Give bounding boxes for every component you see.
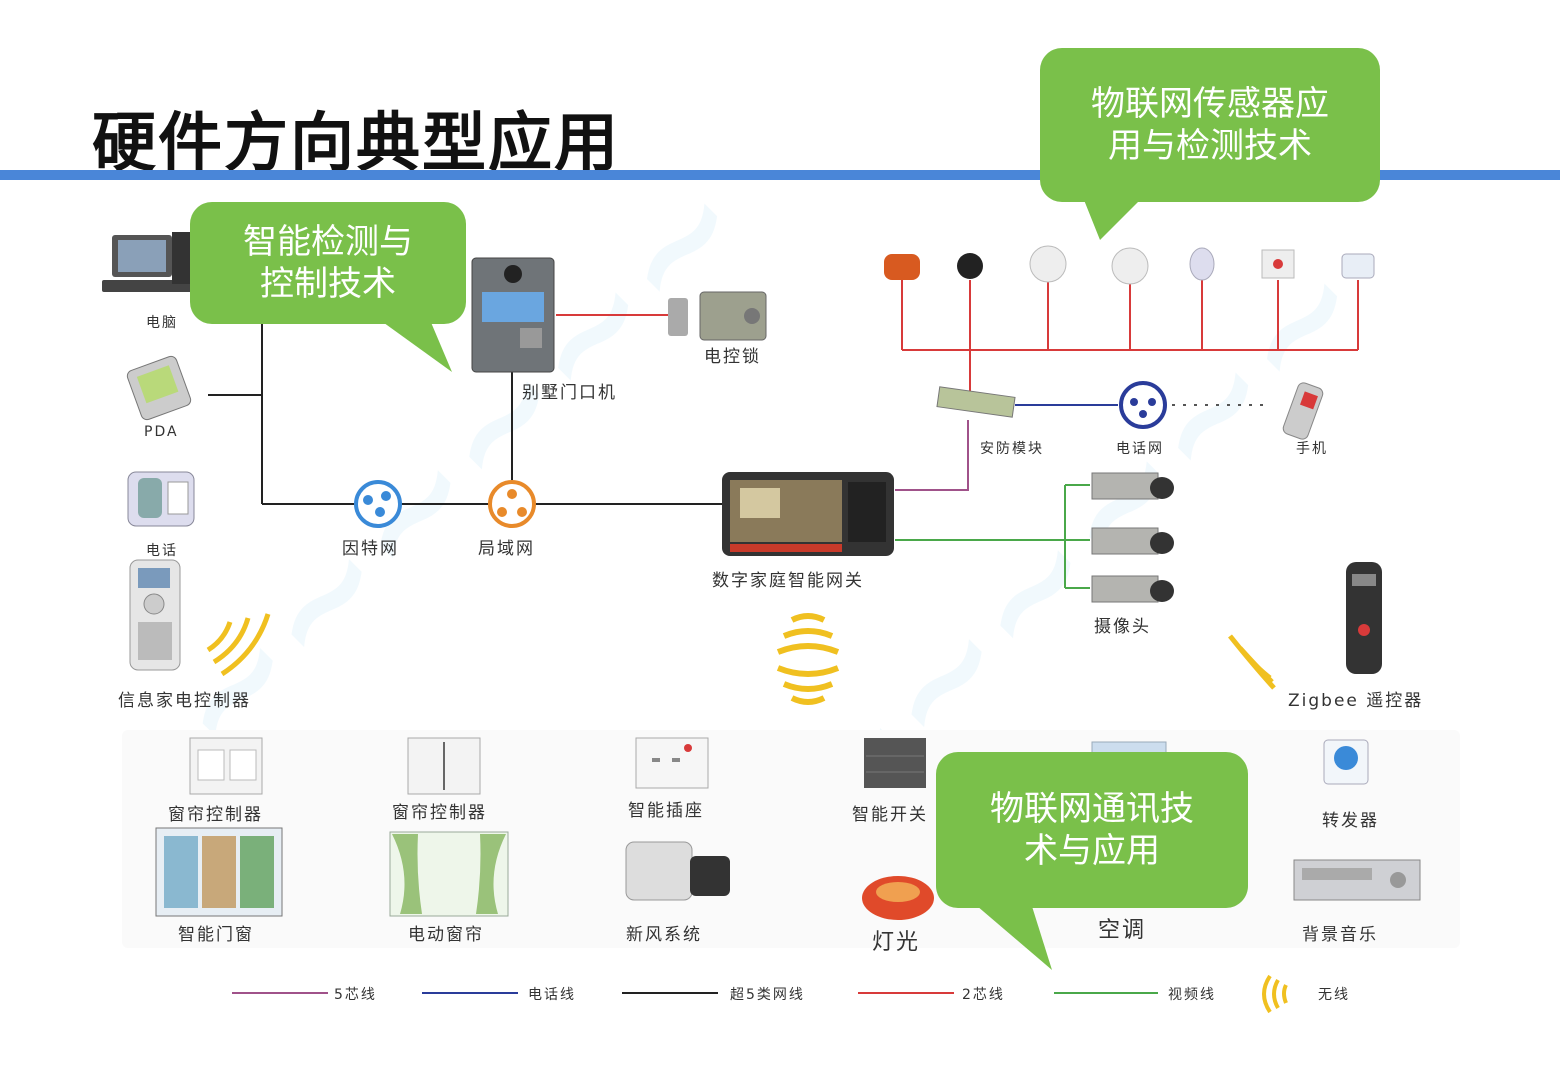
camera-icon	[1091, 527, 1174, 555]
wireless-icon	[1228, 634, 1276, 690]
label-device: 新风系统	[626, 925, 702, 945]
label-device: 智能插座	[628, 801, 704, 821]
curtain-controller-icon	[407, 737, 481, 795]
legend-label: 视频线	[1168, 987, 1216, 1003]
legend-line	[858, 992, 954, 994]
legend-label: 无线	[1318, 987, 1350, 1003]
gateway-icon	[722, 472, 894, 556]
legend-line	[622, 992, 718, 994]
electric-curtain-icon	[389, 831, 509, 917]
telephone-icon	[127, 471, 195, 527]
callout-line: 智能检测与	[243, 222, 413, 262]
label-electric-lock: 电控锁	[704, 347, 761, 367]
label-lan: 局域网	[478, 539, 535, 559]
page-title: 硬件方向典型应用	[92, 107, 620, 181]
appliance-controller-icon	[129, 559, 181, 671]
legend-line	[232, 992, 328, 994]
legend-label: 5芯线	[334, 987, 377, 1003]
legend-label: 超5类网线	[730, 987, 805, 1003]
door-unit-icon	[471, 257, 555, 373]
light-icon	[862, 876, 934, 920]
callout-line: 物联网传感器应	[1091, 84, 1329, 124]
label-gateway: 数字家庭智能网关	[712, 571, 864, 591]
label-device: 空调	[1098, 918, 1147, 943]
label-mobile: 手机	[1296, 441, 1328, 457]
callout-line: 控制技术	[260, 264, 396, 304]
legend-label: 2芯线	[962, 987, 1005, 1003]
label-device: 背景音乐	[1302, 925, 1378, 945]
label-pda: PDA	[144, 424, 179, 440]
curtain-controller-icon	[189, 737, 263, 795]
label-device: 转发器	[1322, 811, 1379, 831]
internet-icon	[354, 480, 402, 528]
repeater-icon	[1323, 739, 1369, 785]
pda-icon	[126, 355, 192, 421]
wireless-icon	[776, 613, 840, 705]
zigbee-remote-icon	[1346, 562, 1382, 674]
callout-control-tech: 智能检测与 控制技术	[190, 202, 466, 324]
electric-lock-icon	[668, 291, 767, 341]
background-music-icon	[1293, 859, 1421, 901]
label-appliance-controller: 信息家电控制器	[118, 691, 251, 711]
label-camera: 摄像头	[1094, 617, 1151, 637]
wireless-icon	[206, 613, 271, 677]
callout-line: 用与检测技术	[1108, 126, 1312, 166]
label-zigbee-remote: Zigbee 遥控器	[1288, 691, 1424, 711]
title-underline	[0, 170, 1560, 180]
security-module-icon	[936, 386, 1016, 418]
label-internet: 因特网	[342, 539, 399, 559]
camera-icon	[1091, 575, 1174, 603]
device-panel	[122, 730, 1460, 948]
label-device: 窗帘控制器	[168, 805, 263, 825]
phone-network-icon	[1119, 381, 1167, 429]
line-security	[895, 420, 969, 491]
sensor-icons	[884, 245, 1375, 285]
label-door-unit: 别墅门口机	[522, 383, 617, 403]
label-device: 智能开关	[852, 805, 928, 825]
callout-line: 术与应用	[1024, 831, 1160, 871]
camera-icon	[1091, 472, 1174, 500]
smart-switch-icon	[864, 738, 926, 788]
callout-comm-tech: 物联网通讯技 术与应用	[936, 752, 1248, 908]
label-phone-network: 电话网	[1116, 441, 1164, 457]
label-device: 窗帘控制器	[392, 803, 487, 823]
smart-socket-icon	[635, 737, 709, 789]
computer-icon	[102, 232, 192, 292]
lan-icon	[488, 480, 536, 528]
callout-line: 物联网通讯技	[990, 789, 1194, 829]
label-computer: 电脑	[146, 315, 178, 331]
label-security-module: 安防模块	[980, 441, 1044, 457]
label-phone: 电话	[146, 543, 178, 559]
legend-label: 电话线	[528, 987, 576, 1003]
label-device: 灯光	[872, 930, 921, 955]
legend-line	[422, 992, 518, 994]
legend-line	[1054, 992, 1158, 994]
smart-window-icon	[155, 827, 283, 917]
label-device: 智能门窗	[178, 925, 254, 945]
fresh-air-system-icon	[625, 841, 730, 901]
mobile-icon	[1282, 382, 1324, 440]
label-device: 电动窗帘	[408, 925, 484, 945]
callout-sensor-tech: 物联网传感器应 用与检测技术	[1040, 48, 1380, 202]
